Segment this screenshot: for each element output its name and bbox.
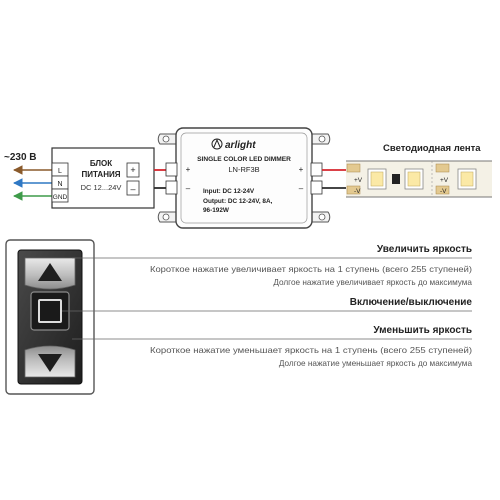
dimmer-input-spec: Input: DC 12-24V: [203, 188, 255, 195]
psu-terminal-n-label: N: [57, 181, 62, 188]
dimmer-screw-hole-icon: [318, 135, 326, 143]
dimmer-out-minus-label: –: [299, 184, 304, 193]
dimmer-inner-frame: [180, 132, 308, 224]
psu-terminal-gnd: [51, 188, 69, 203]
increase-title: Увеличить яркость: [377, 244, 472, 255]
mains-input: ~230 В: [4, 152, 52, 201]
dimmer-output-spec-line1: Output: DC 12-24V, 8A,: [203, 198, 273, 205]
led-strip: Светодиодная лента +V -V +V -V: [346, 143, 492, 198]
led-chip-phosphor: [370, 171, 384, 187]
strip-plus-label-2: +V: [440, 177, 449, 184]
arlight-logo: arlight: [211, 138, 256, 151]
strip-pad-minus: [346, 185, 361, 195]
led-chip-phosphor: [407, 171, 421, 187]
dimmer-screw-hole-icon: [162, 213, 170, 221]
dimmer-output-spec-line2: 96-192W: [203, 207, 230, 214]
psu-title-line1: БЛОК: [90, 159, 112, 168]
dimmer-screw-hole-icon: [162, 135, 170, 143]
decrease-desc-short: Короткое нажатие уменьшает яркость на 1 …: [150, 346, 472, 355]
dimmer-input-terminal-minus: [165, 180, 178, 195]
dimmer-model-line1: SINGLE COLOR LED DIMMER: [197, 156, 291, 163]
arrow-up-icon: [38, 263, 62, 281]
psu-terminal-minus: [126, 180, 140, 196]
psu-voltage: DC 12...24V: [81, 183, 122, 192]
dimmer-body: [175, 127, 313, 229]
psu-terminal-l-label: L: [58, 168, 62, 175]
dimmer-output-terminal-plus: [310, 162, 323, 177]
dimmer-screw-hole-icon: [318, 213, 326, 221]
psu-terminal-plus: [126, 162, 140, 178]
psu-minus-label: –: [130, 184, 135, 194]
increase-desc-short: Короткое нажатие увеличивает яркость на …: [150, 265, 472, 274]
psu-plus-label: +: [130, 165, 135, 175]
dimmer-output-terminal-minus: [310, 180, 323, 195]
strip-minus-label: -V: [354, 188, 361, 195]
power-title: Включение/выключение: [350, 297, 473, 308]
strip-plus-label: +V: [354, 177, 363, 184]
strip-border: [346, 160, 492, 198]
dimmer-model-line2: LN-RF3B: [228, 165, 259, 174]
arlight-logo-mark-icon: [213, 138, 221, 148]
strip-pad-minus-2: [435, 185, 450, 195]
dimmer-in-minus-label: –: [186, 184, 191, 193]
dimmer-block: + – + – arlight SINGLE COLOR LED DIMMER …: [157, 127, 331, 229]
power-supply-block: L N GND БЛОК ПИТАНИЯ DC 12...24V + –: [51, 147, 155, 209]
dimmer-out-plus-label: +: [299, 165, 304, 174]
strip-title: Светодиодная лента: [383, 143, 481, 154]
remote-panel: [5, 239, 95, 395]
led-chip-phosphor: [460, 171, 474, 187]
strip-minus-label-2: -V: [440, 188, 447, 195]
decrease-desc-long: Долгое нажатие уменьшает яркость до макс…: [279, 359, 473, 368]
decrease-title: Уменьшить яркость: [373, 325, 472, 336]
dimmer-in-plus-label: +: [186, 165, 191, 174]
dimmer-input-terminal-plus: [165, 162, 178, 177]
led-chip: [404, 168, 424, 190]
power-square-icon: [38, 299, 62, 323]
psu-title-line2: ПИТАНИЯ: [82, 170, 121, 179]
increase-desc-long: Долгое нажатие увеличивает яркость до ма…: [273, 278, 472, 287]
led-chip: [367, 168, 387, 190]
strip-pad-plus-2: [435, 163, 450, 173]
psu-outline: [51, 147, 155, 209]
mains-voltage-label: ~230 В: [4, 152, 37, 163]
dimmer-brand: arlight: [225, 140, 256, 151]
strip-resistor: [392, 174, 400, 184]
strip-pad-plus: [346, 163, 361, 173]
arrow-down-icon: [38, 354, 62, 372]
psu-terminal-gnd-label: GND: [53, 194, 68, 201]
led-chip: [457, 168, 477, 190]
